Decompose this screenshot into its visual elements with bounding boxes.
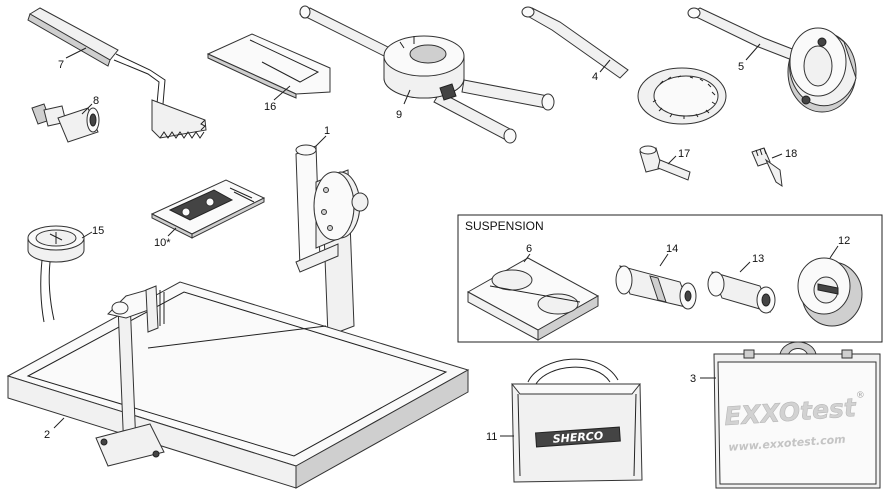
- part-9-puller: [298, 5, 555, 144]
- part-10-manual: [150, 179, 266, 239]
- part-16-plate: [206, 33, 331, 99]
- callout-16: 16: [264, 101, 276, 113]
- callout-18: 18: [785, 148, 797, 160]
- part-13-cylinder: [707, 271, 776, 314]
- callout-3: 3: [690, 373, 696, 385]
- part-3-case: EXXOtest ® www.exxotest.com: [713, 341, 881, 489]
- callout-4: 4: [592, 71, 598, 83]
- part-14-seal-driver: [615, 265, 697, 310]
- callout-2: 2: [44, 429, 50, 441]
- callout-17: 17: [678, 148, 690, 160]
- callout-10: 10*: [154, 237, 171, 249]
- callout-5: 5: [738, 61, 744, 73]
- callout-12: 12: [838, 235, 850, 247]
- part-11-bag: SHERCO: [510, 358, 643, 483]
- leader-lines: [53, 43, 839, 437]
- part-12-ring-tool: [797, 257, 863, 327]
- callout-6: 6: [526, 243, 532, 255]
- callout-7: 7: [58, 59, 64, 71]
- part-2-tray: [6, 281, 470, 489]
- case-brand-registered-mark: ®: [857, 389, 865, 399]
- part-4-spanner: [521, 6, 727, 125]
- part-7-handle-tool: [27, 7, 207, 139]
- callout-1: 1: [324, 125, 330, 137]
- callout-13: 13: [752, 253, 764, 265]
- part-18-valve-tool: [751, 147, 783, 188]
- callout-15: 15: [92, 225, 104, 237]
- suspension-box: SUSPENSION: [457, 214, 883, 343]
- callout-numbers: 7 8 16 9 4 5 17 18 15 10* 1 2 6 14 13 12…: [44, 59, 850, 443]
- part-15-gauge: [27, 225, 85, 323]
- suspension-title: SUSPENSION: [465, 219, 544, 233]
- callout-14: 14: [666, 243, 678, 255]
- callout-8: 8: [93, 95, 99, 107]
- part-1-stand: [295, 144, 369, 337]
- part-8-adaptor: [31, 103, 100, 143]
- part-17-pin: [639, 145, 691, 181]
- callout-9: 9: [396, 109, 402, 121]
- part-6-fork-block: [466, 257, 600, 341]
- callout-11: 11: [486, 431, 497, 443]
- part-5-ring-spanner: [687, 7, 857, 113]
- bag-brand-logo: SHERCO: [552, 429, 603, 445]
